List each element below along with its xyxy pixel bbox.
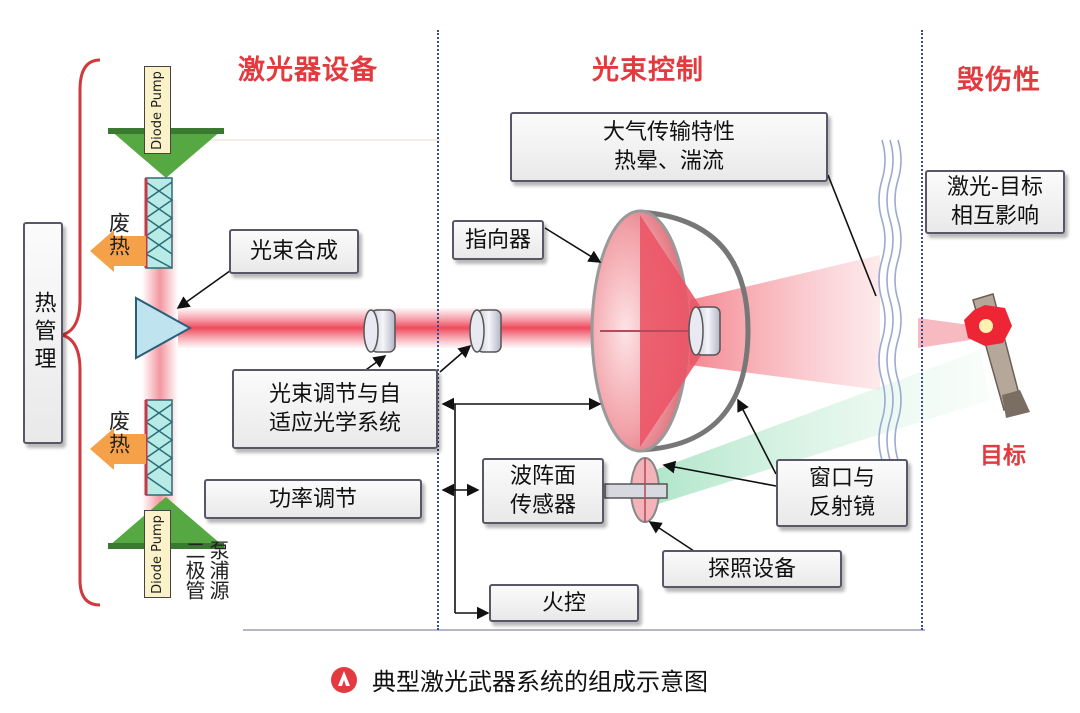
waste-heat-arrow-icon <box>90 230 146 272</box>
fire-control-label: 火控 <box>541 590 586 616</box>
interaction-line2: 相互影响 <box>950 204 1039 229</box>
window-line1: 窗口与 <box>808 466 875 491</box>
pointer-label: 指向器 <box>464 227 531 253</box>
turbulence-icon <box>878 139 902 461</box>
power-adjust-box: 功率调节 <box>204 479 422 519</box>
caption-text: 典型激光武器系统的组成示意图 <box>372 668 708 696</box>
waste-heat-top: 废热 <box>90 198 146 272</box>
thermal-management-box: 热管理 <box>23 222 63 444</box>
beam-adjust-box: 光束调节与自 适应光学系统 <box>232 369 438 449</box>
waste-heat-top-label: 废热 <box>106 212 131 258</box>
window-line2: 反射镜 <box>808 495 875 520</box>
waste-heat-bottom-label: 废热 <box>106 410 131 456</box>
atmosphere-box: 大气传输特性 热晕、湍流 <box>510 112 828 182</box>
wavefront-sensor-box: 波阵面 传感器 <box>482 458 604 524</box>
lens-icon <box>363 309 396 353</box>
illumination-box: 探照设备 <box>662 550 842 588</box>
atmosphere-line2: 热晕、湍流 <box>613 149 724 174</box>
section-laser-equipment: 激光器设备 <box>238 55 378 86</box>
waste-heat-bottom: 废热 <box>90 396 146 470</box>
wavefront-line2: 传感器 <box>509 493 576 518</box>
diode-pump-bottom: Diode Pump <box>144 510 171 598</box>
beam-combining-box: 光束合成 <box>229 229 359 274</box>
target-missile-icon <box>964 293 1030 418</box>
beam-adjust-line1: 光束调节与自 <box>268 382 401 407</box>
beam-adjust-line2: 适应光学系统 <box>268 411 401 436</box>
beam-combining-label: 光束合成 <box>249 239 338 264</box>
pointer-box: 指向器 <box>452 220 544 260</box>
diode-pump-icon: Diode Pump <box>150 70 166 150</box>
caption-logo-icon <box>331 666 357 693</box>
diode-pump-bottom-label: Diode Pump <box>150 514 166 594</box>
pump-source-col2: 泵浦源 <box>206 540 230 600</box>
dish-mirror-icon <box>590 209 751 453</box>
fire-control-box: 火控 <box>489 584 639 622</box>
separator-right <box>921 30 923 630</box>
separator-left <box>437 30 439 630</box>
target-label: 目标 <box>980 443 1026 469</box>
illumination-label: 探照设备 <box>707 556 796 582</box>
interaction-box: 激光-目标 相互影响 <box>925 170 1065 234</box>
caption: 典型激光武器系统的组成示意图 <box>330 662 708 697</box>
atmosphere-line1: 大气传输特性 <box>602 120 735 145</box>
power-adjust-label: 功率调节 <box>268 486 357 512</box>
section-beam-control: 光束控制 <box>592 55 704 86</box>
wavefront-line1: 波阵面 <box>509 464 576 489</box>
diode-pump-top: Diode Pump <box>144 66 171 154</box>
pump-source-col1: 二极管 <box>182 540 206 600</box>
interaction-line1: 激光-目标 <box>947 175 1043 200</box>
thermal-management-label: 热管理 <box>30 291 56 375</box>
combiner-prism-icon <box>135 296 193 360</box>
section-damage: 毁伤性 <box>957 65 1041 96</box>
window-mirror-box: 窗口与 反射镜 <box>776 459 908 527</box>
brace-icon <box>56 58 101 607</box>
